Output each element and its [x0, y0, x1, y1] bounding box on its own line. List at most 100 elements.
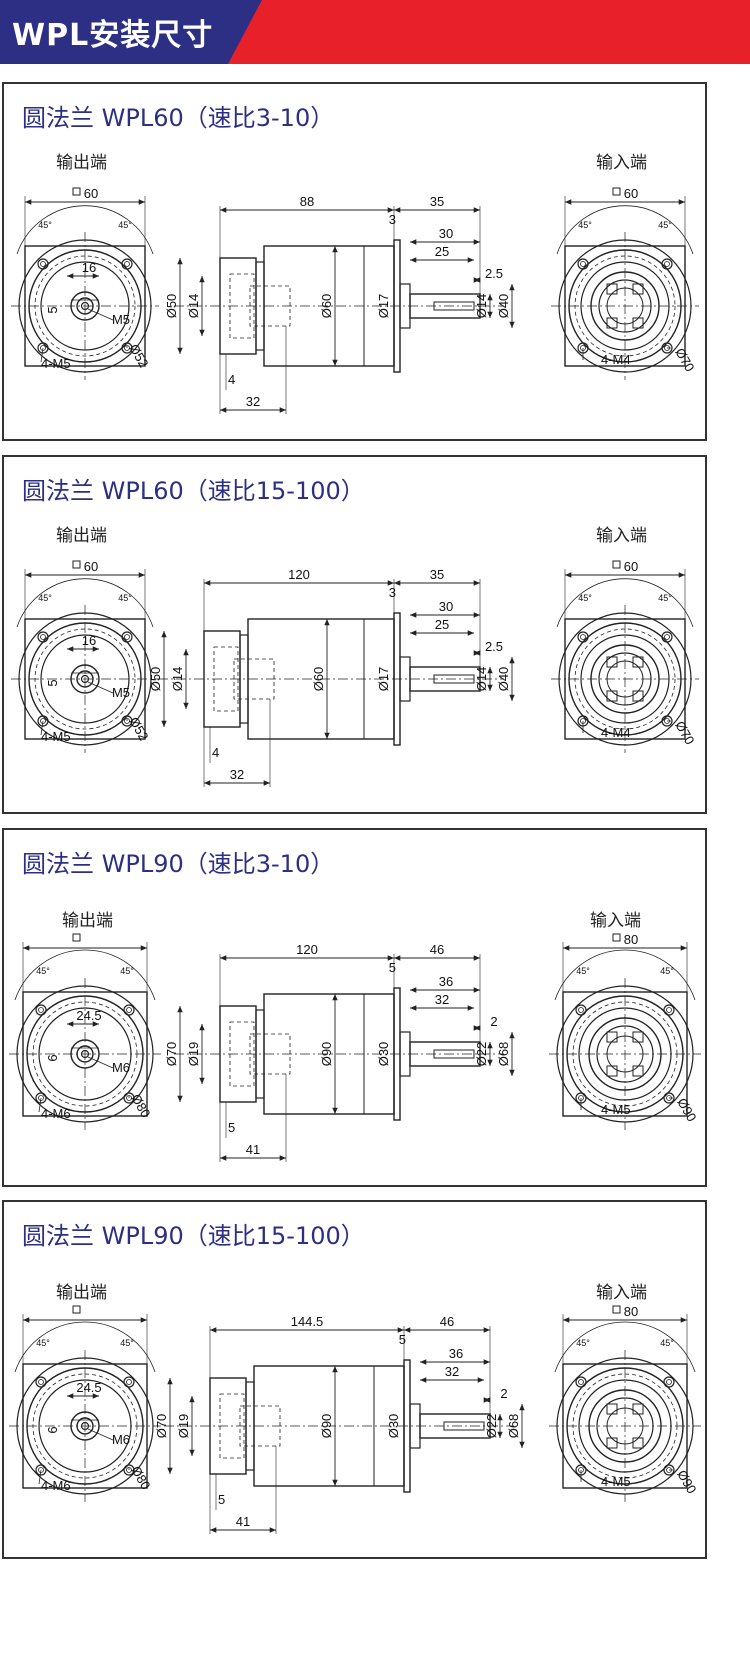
dim-label: Ø70 [672, 718, 697, 747]
dim-label: Ø70 [154, 1414, 169, 1439]
shaft-thread-hole [80, 674, 90, 684]
dim-label: 32 [230, 767, 244, 782]
panel-title: 圆法兰 WPL90（速比15-100） [22, 1222, 365, 1250]
drawing-rect [632, 1437, 644, 1449]
dim-label: 45° [120, 966, 134, 976]
mounting-hole [663, 1092, 675, 1104]
mounting-hole [663, 1464, 675, 1476]
angle-arc [14, 1321, 156, 1373]
dim-label: 2.5 [485, 266, 503, 281]
square-symbol [612, 187, 621, 196]
input-clamp [606, 287, 644, 325]
dim-label: Ø30 [386, 1414, 401, 1439]
mounting-hole [121, 258, 133, 270]
dim-label: 45° [38, 220, 52, 230]
dim-label: 45° [120, 1338, 134, 1348]
dim-label: Ø60 [319, 294, 334, 319]
drawing-rect [606, 283, 618, 295]
dim-label: 45° [658, 593, 672, 603]
dim-label: 2 [490, 1014, 497, 1029]
dim-label: Ø60 [311, 667, 326, 692]
drawing-line [87, 1056, 114, 1069]
dim-label: 24.5 [76, 1380, 101, 1395]
square-symbol [72, 1305, 81, 1314]
dim-label: 45° [660, 1338, 674, 1348]
dim-label: 60 [84, 559, 98, 574]
dim-label: 60 [624, 559, 638, 574]
mounting-hole [37, 631, 49, 643]
dim-label: 5 [218, 1492, 225, 1507]
mounting-hole-inner [580, 634, 586, 640]
drawing-line [87, 1428, 114, 1441]
drawing-rect [606, 1031, 618, 1043]
dim-label: 46 [430, 942, 444, 957]
mounting-hole-inner [38, 1007, 44, 1013]
mounting-hole-inner [580, 261, 586, 267]
dim-label: 4-M5 [601, 1102, 631, 1117]
dim-label: Ø40 [496, 294, 511, 319]
mounting-hole [37, 715, 49, 727]
dim-label: Ø90 [674, 1095, 699, 1124]
dim-label: 80 [624, 1304, 638, 1319]
mounting-hole [577, 258, 589, 270]
dim-label: 5 [45, 679, 60, 686]
input-bore-outer [588, 1389, 662, 1463]
dim-label: M5 [112, 685, 130, 700]
dim-label: Ø17 [376, 294, 391, 319]
mounting-hole [37, 342, 49, 354]
dim-label: 60 [84, 186, 98, 201]
dim-label: Ø14 [474, 667, 489, 692]
shaft-collar [70, 1039, 100, 1069]
dim-label: 41 [236, 1514, 250, 1529]
mounting-hole [35, 1464, 47, 1476]
drawing-rect [632, 1403, 644, 1415]
dim-label: 120 [296, 942, 318, 957]
dim-label: 32 [246, 394, 260, 409]
drawing-rect [632, 1065, 644, 1077]
mounting-hole [35, 1004, 47, 1016]
shaft-collar [70, 664, 100, 694]
drawing-rect [606, 1437, 618, 1449]
dim-label: Ø70 [672, 345, 697, 374]
dim-label: 144.5 [291, 1314, 324, 1329]
angle-arc [554, 949, 696, 1001]
mounting-hole-inner [126, 1095, 132, 1101]
shaft-thread-hole [80, 301, 90, 311]
mounting-hole [577, 631, 589, 643]
dim-label: 36 [439, 974, 453, 989]
drawing-rect [606, 1403, 618, 1415]
dim-label: Ø19 [176, 1414, 191, 1439]
dim-label: 45° [118, 593, 132, 603]
dim-label: Ø22 [474, 1042, 489, 1067]
shaft-thread-hole [80, 1049, 90, 1059]
input-bore-outer [590, 644, 660, 714]
dim-label: 4-M5 [41, 356, 71, 371]
input-bore [596, 1025, 654, 1083]
drawing-rect [632, 690, 644, 702]
input-end-label: 输入端 [596, 1283, 647, 1303]
output-end-label: 输出端 [56, 1283, 107, 1303]
angle-arc [14, 949, 156, 1001]
dim-label: 4 [228, 372, 235, 387]
mounting-hole [661, 715, 673, 727]
dim-label: 32 [445, 1364, 459, 1379]
mounting-hole [663, 1004, 675, 1016]
dim-label: 45° [576, 1338, 590, 1348]
square-symbol [612, 1305, 621, 1314]
dim-label: Ø50 [148, 667, 163, 692]
dim-label: 45° [118, 220, 132, 230]
dim-label: 45° [36, 966, 50, 976]
dim-label: 4 [212, 745, 219, 760]
dim-label: 6 [45, 1426, 60, 1433]
dim-label: 30 [439, 599, 453, 614]
dim-label: 5 [399, 1332, 406, 1347]
mounting-hole-inner [666, 1379, 672, 1385]
